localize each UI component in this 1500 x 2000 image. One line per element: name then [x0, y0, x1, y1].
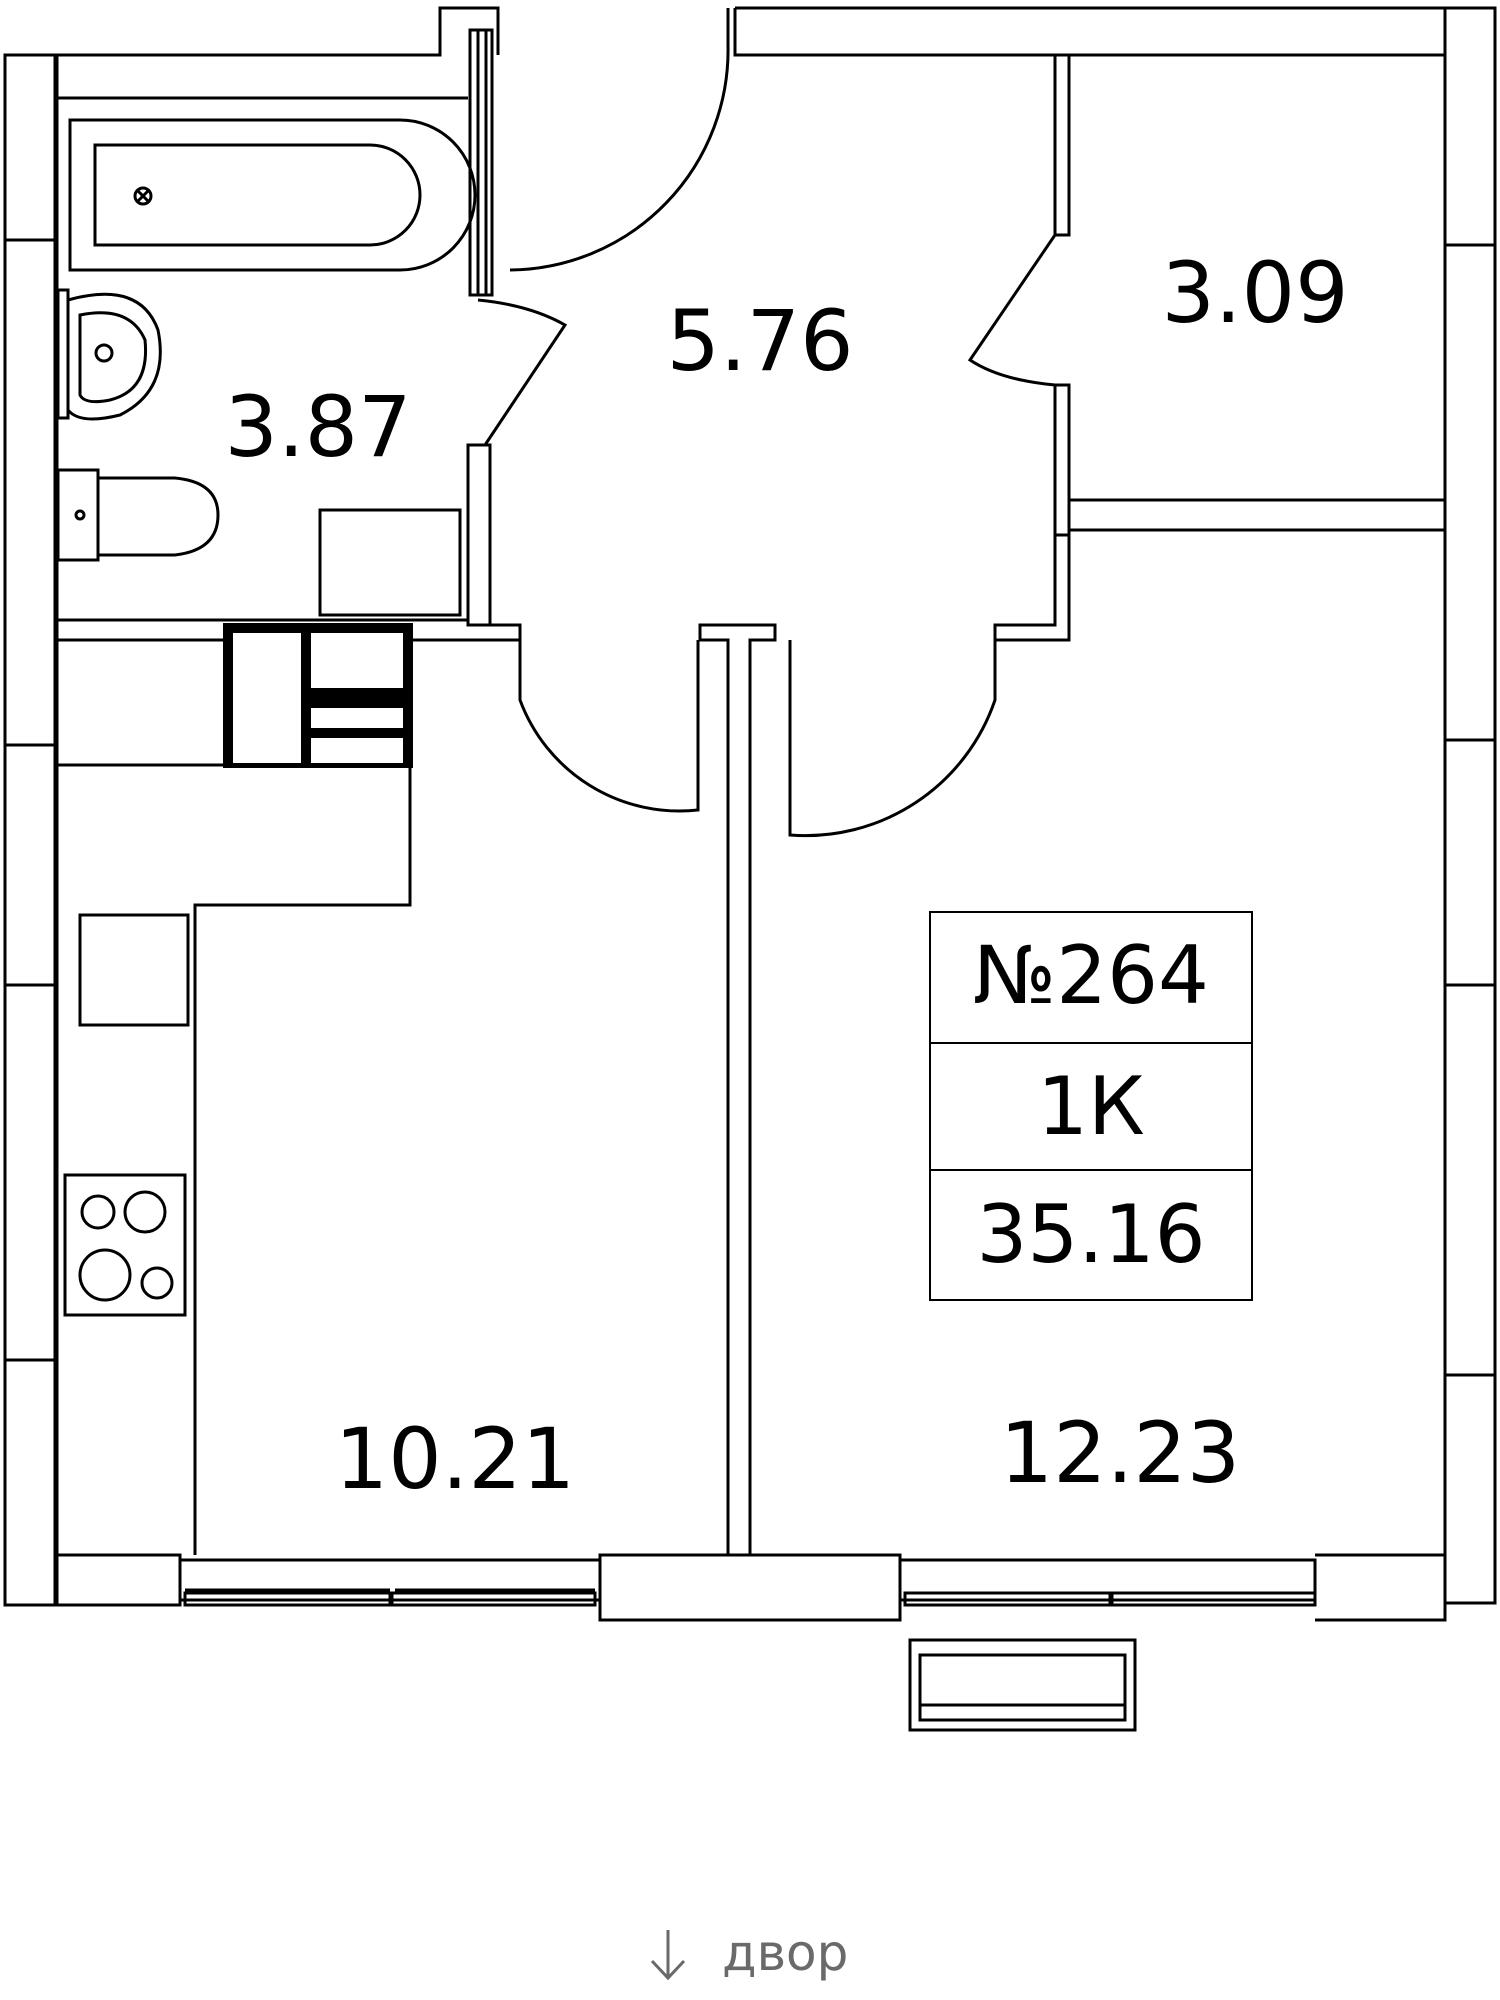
window-kitchen	[178, 1558, 602, 1607]
room-area-storage: 3.09	[1161, 244, 1348, 342]
sink	[56, 288, 162, 421]
doors	[477, 8, 1057, 838]
washer-dryer	[223, 623, 413, 768]
apartment-info-box	[929, 911, 1253, 1301]
apartment-type: 1К	[1037, 1060, 1145, 1153]
room-area-bedroom: 12.23	[1000, 1404, 1240, 1502]
apartment-total-area: 35.16	[976, 1188, 1205, 1281]
toilet	[56, 468, 220, 562]
apartment-number: №264	[973, 929, 1209, 1022]
window-bedroom	[898, 1558, 1317, 1607]
orientation-label: двор	[722, 1924, 848, 1982]
room-area-bathroom: 3.87	[224, 378, 411, 476]
balcony	[908, 1638, 1137, 1732]
laundry-cabinet	[318, 508, 462, 617]
arrow-down-icon	[650, 1930, 686, 1981]
room-area-kitchen: 10.21	[335, 1410, 575, 1508]
room-area-hallway: 5.76	[666, 292, 853, 390]
stove-burners	[78, 1190, 174, 1302]
interior-walls	[55, 28, 1445, 1557]
bathtub-drain-icon	[133, 186, 153, 206]
bathtub	[68, 118, 477, 272]
kitchen-counter	[53, 640, 412, 1555]
